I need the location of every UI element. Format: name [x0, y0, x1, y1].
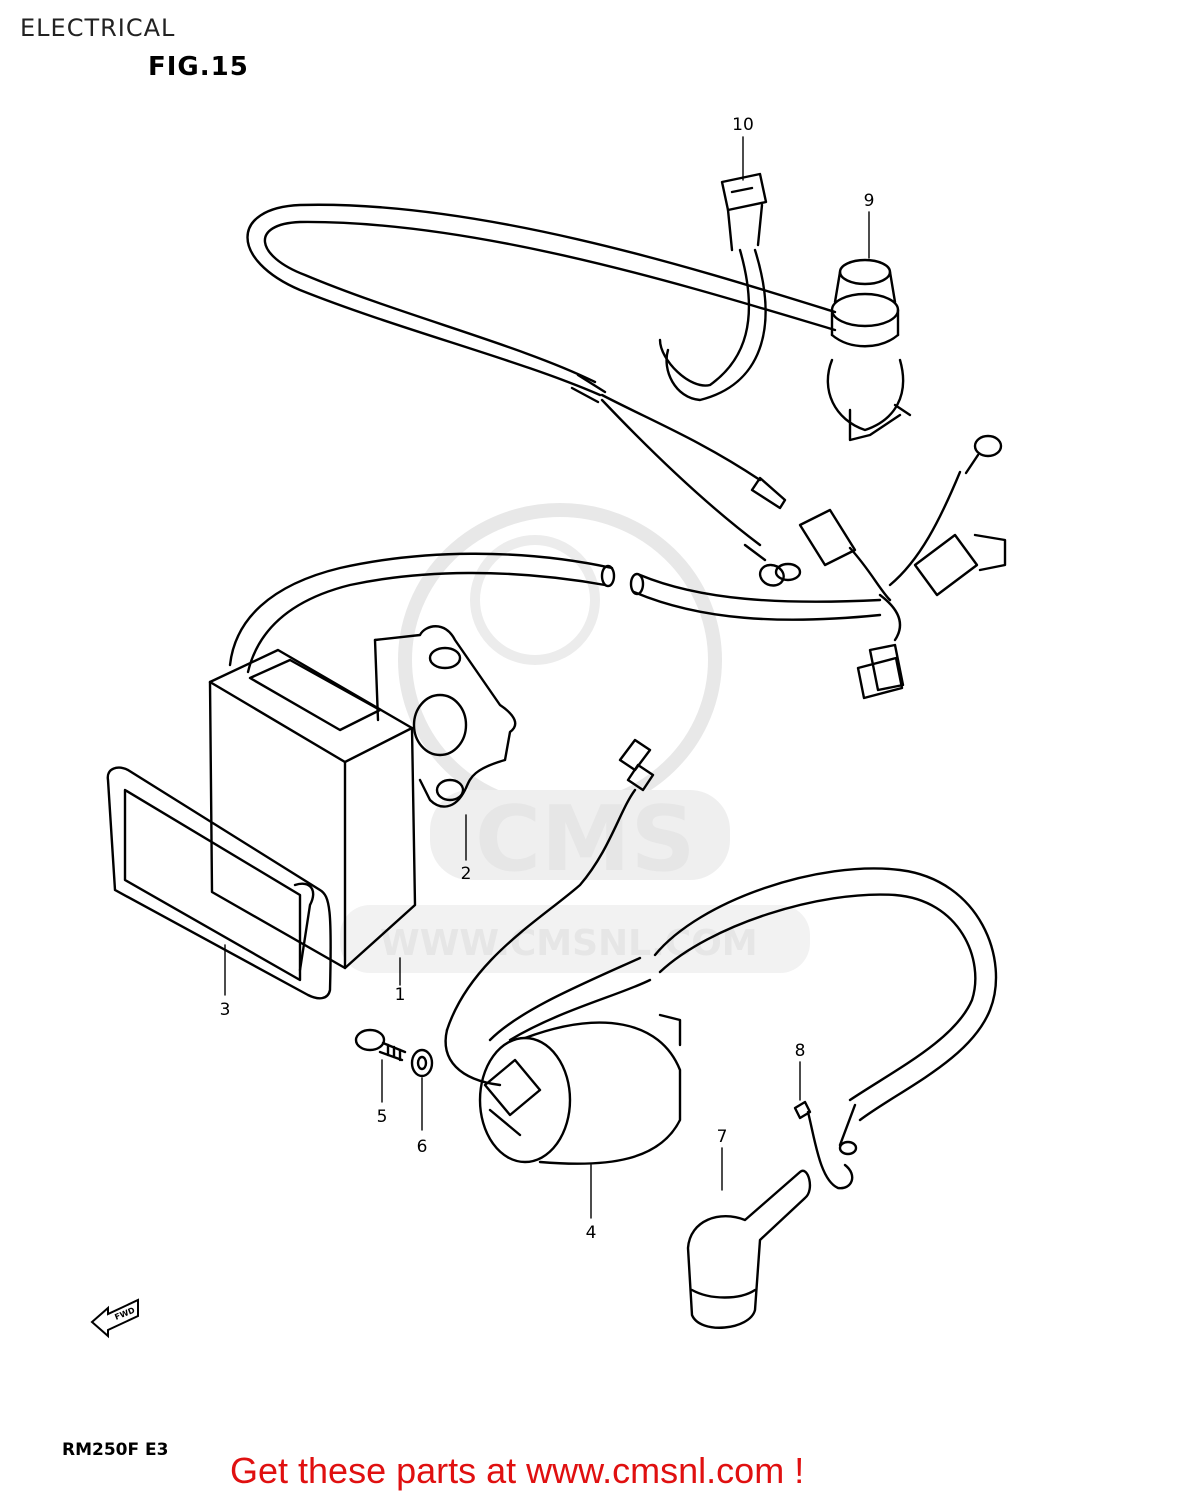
- part-label-2: 2: [461, 864, 472, 884]
- upper-wire-harness: [246, 203, 837, 587]
- part-label-6: 6: [417, 1137, 428, 1157]
- promo-link[interactable]: Get these parts at www.cmsnl.com !: [230, 1450, 805, 1491]
- connector-harness: [798, 434, 1007, 700]
- watermark: CMS WWW.CMSNL.COM: [340, 503, 810, 973]
- lower-wire-harness: [228, 552, 882, 674]
- part-5-bolt: [354, 1028, 407, 1062]
- part-6-washer: [410, 1048, 434, 1078]
- part-1-cdi-unit: [208, 648, 417, 970]
- part-8-clip: [793, 1100, 854, 1190]
- part-label-3: 3: [220, 1000, 231, 1020]
- part-7-plug-cap: [686, 1169, 812, 1329]
- part-label-5: 5: [377, 1107, 388, 1127]
- part-label-4: 4: [586, 1223, 597, 1243]
- part-label-10: 10: [732, 115, 754, 135]
- model-label: RM250F E3: [62, 1440, 169, 1460]
- part-label-8: 8: [795, 1041, 806, 1061]
- part-2-rubber-mount: [373, 625, 517, 808]
- fwd-arrow-icon: FWD: [90, 1298, 139, 1339]
- part-3-rubber-band: [106, 766, 332, 1000]
- part-label-9: 9: [864, 191, 875, 211]
- part-9-kill-switch: [826, 258, 912, 442]
- part-4-ignition-coil: [444, 738, 998, 1165]
- figure-label: FIG.15: [148, 52, 249, 82]
- part-label-7: 7: [717, 1127, 728, 1147]
- leader-lines: [224, 136, 870, 1219]
- part-label-1: 1: [395, 985, 406, 1005]
- part-10-strap: [658, 172, 768, 402]
- watermark-logo-text: CMS: [475, 787, 695, 892]
- watermark-logo-badge: [430, 790, 730, 880]
- section-title: ELECTRICAL: [20, 14, 176, 42]
- watermark-logo-face: [470, 535, 600, 665]
- watermark-url-text: WWW.CMSNL.COM: [380, 923, 758, 964]
